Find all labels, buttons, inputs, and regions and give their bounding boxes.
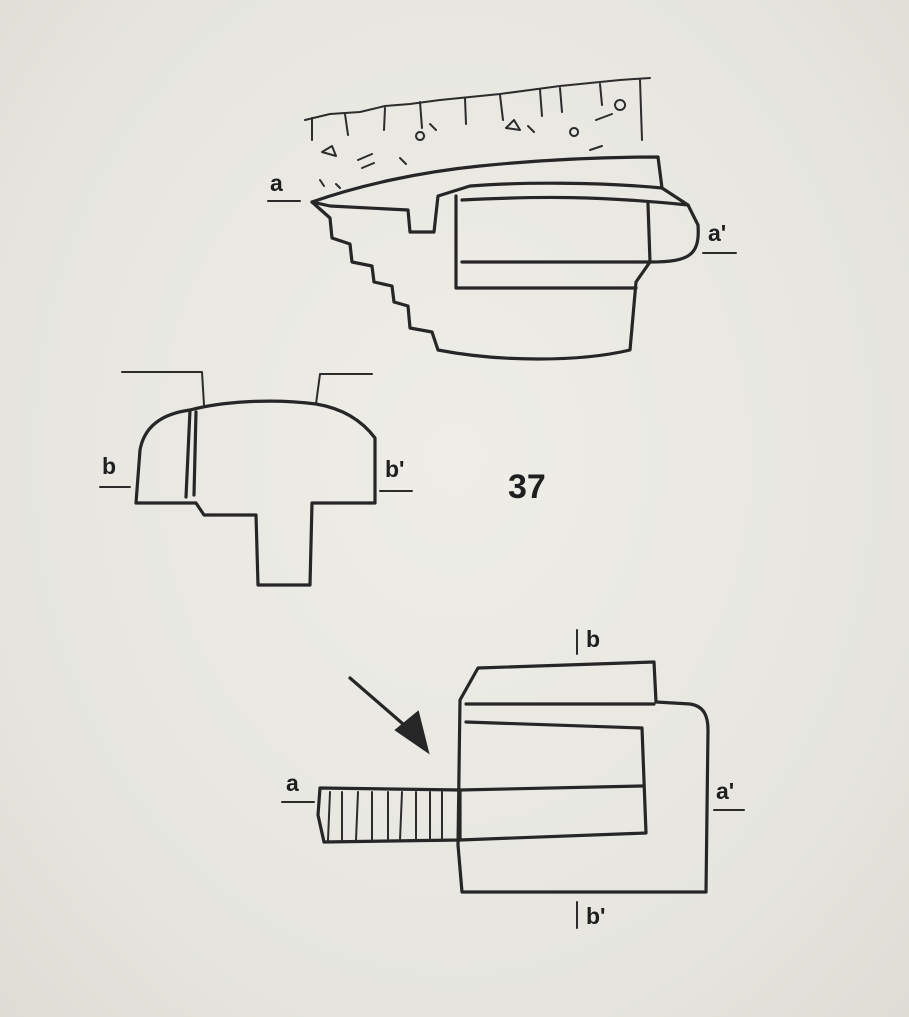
indicator-arrow-line (348, 676, 412, 732)
cross-section-joint (184, 408, 198, 499)
plan-inner-recess (458, 702, 656, 842)
plan-view (316, 629, 710, 929)
label-underlines (99, 200, 745, 811)
inner-slot (460, 195, 690, 264)
label-b-middle: b (102, 453, 117, 479)
label-a-prime-bottom: a' (716, 778, 735, 804)
plan-main-block (456, 660, 710, 894)
section-view-a (304, 77, 700, 361)
plan-rod-hatching (327, 791, 443, 841)
label-a-top: a (270, 170, 283, 196)
section-view-b (121, 371, 377, 587)
label-b-prime-plan-bottom: b' (586, 903, 606, 929)
stone-top-surface (310, 155, 664, 204)
ground-surface-line (304, 77, 651, 121)
cut-line-left (121, 371, 205, 406)
soil-hatching (311, 79, 643, 141)
label-b-plan-top: b (586, 626, 601, 652)
stone-outline (310, 181, 700, 361)
plan-rod (316, 786, 462, 844)
soil-marks (319, 99, 627, 189)
plan-slot (458, 784, 644, 792)
label-b-prime-middle: b' (385, 456, 405, 482)
cut-line-right (315, 373, 373, 405)
inner-recess (454, 194, 638, 290)
label-a-bottom: a (286, 770, 299, 796)
label-a-prime-top: a' (708, 220, 727, 246)
indicator-arrow-head (394, 710, 430, 755)
figure-number: 37 (508, 468, 546, 506)
stone-cross-section (134, 399, 377, 587)
